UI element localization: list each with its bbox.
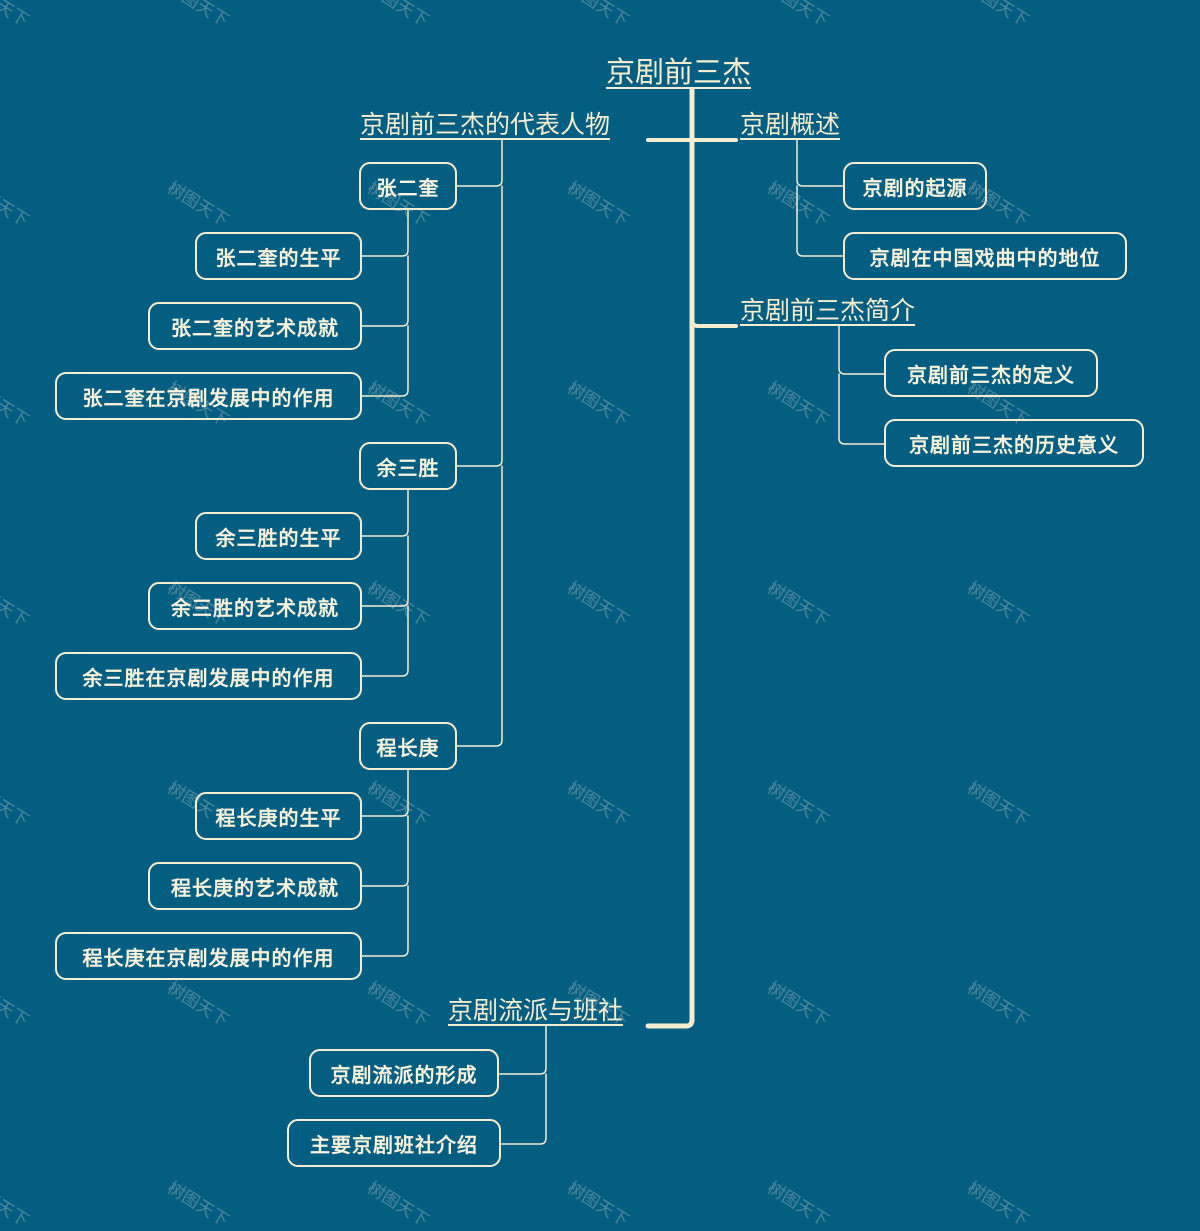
- node-cheng-role[interactable]: 程长庚在京剧发展中的作用: [55, 932, 362, 980]
- node-yu-role[interactable]: 余三胜在京剧发展中的作用: [55, 652, 362, 700]
- node-overview-status[interactable]: 京剧在中国戏曲中的地位: [843, 232, 1127, 280]
- node-person-cheng[interactable]: 程长庚: [359, 722, 457, 770]
- node-person-zhang[interactable]: 张二奎: [359, 162, 457, 210]
- node-schools-formation[interactable]: 京剧流派的形成: [309, 1049, 499, 1097]
- node-intro-definition[interactable]: 京剧前三杰的定义: [884, 349, 1098, 397]
- root-title[interactable]: 京剧前三杰: [606, 55, 752, 89]
- node-zhang-life[interactable]: 张二奎的生平: [195, 232, 362, 280]
- node-yu-achievement[interactable]: 余三胜的艺术成就: [148, 582, 362, 630]
- node-schools-troupes[interactable]: 主要京剧班社介绍: [287, 1119, 501, 1167]
- node-cheng-life[interactable]: 程长庚的生平: [195, 792, 362, 840]
- node-yu-life[interactable]: 余三胜的生平: [195, 512, 362, 560]
- node-zhang-achievement[interactable]: 张二奎的艺术成就: [148, 302, 362, 350]
- branch-intro[interactable]: 京剧前三杰简介: [740, 296, 916, 325]
- node-intro-significance[interactable]: 京剧前三杰的历史意义: [884, 419, 1144, 467]
- node-zhang-role[interactable]: 张二奎在京剧发展中的作用: [55, 372, 362, 420]
- branch-schools[interactable]: 京剧流派与班社: [448, 996, 624, 1025]
- branch-figures[interactable]: 京剧前三杰的代表人物: [360, 110, 611, 139]
- node-person-yu[interactable]: 余三胜: [359, 442, 457, 490]
- node-cheng-achievement[interactable]: 程长庚的艺术成就: [148, 862, 362, 910]
- branch-overview[interactable]: 京剧概述: [740, 110, 841, 139]
- node-overview-origin[interactable]: 京剧的起源: [843, 162, 987, 210]
